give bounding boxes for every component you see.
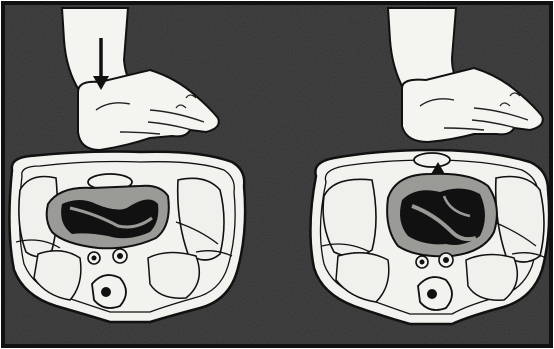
vessel-left-a-inner [92, 256, 97, 261]
vessel-right-a-inner [420, 260, 425, 265]
sternum-right [414, 153, 450, 167]
spinal-canal-left [101, 287, 111, 297]
vessel-right-b-inner [443, 257, 449, 263]
lower-lobe-right-b [466, 254, 517, 300]
lower-lobe-left-b [148, 252, 199, 298]
spinal-canal-right [427, 289, 437, 299]
vessel-left-b-inner [117, 253, 123, 259]
heart-cavity-right [400, 188, 485, 245]
